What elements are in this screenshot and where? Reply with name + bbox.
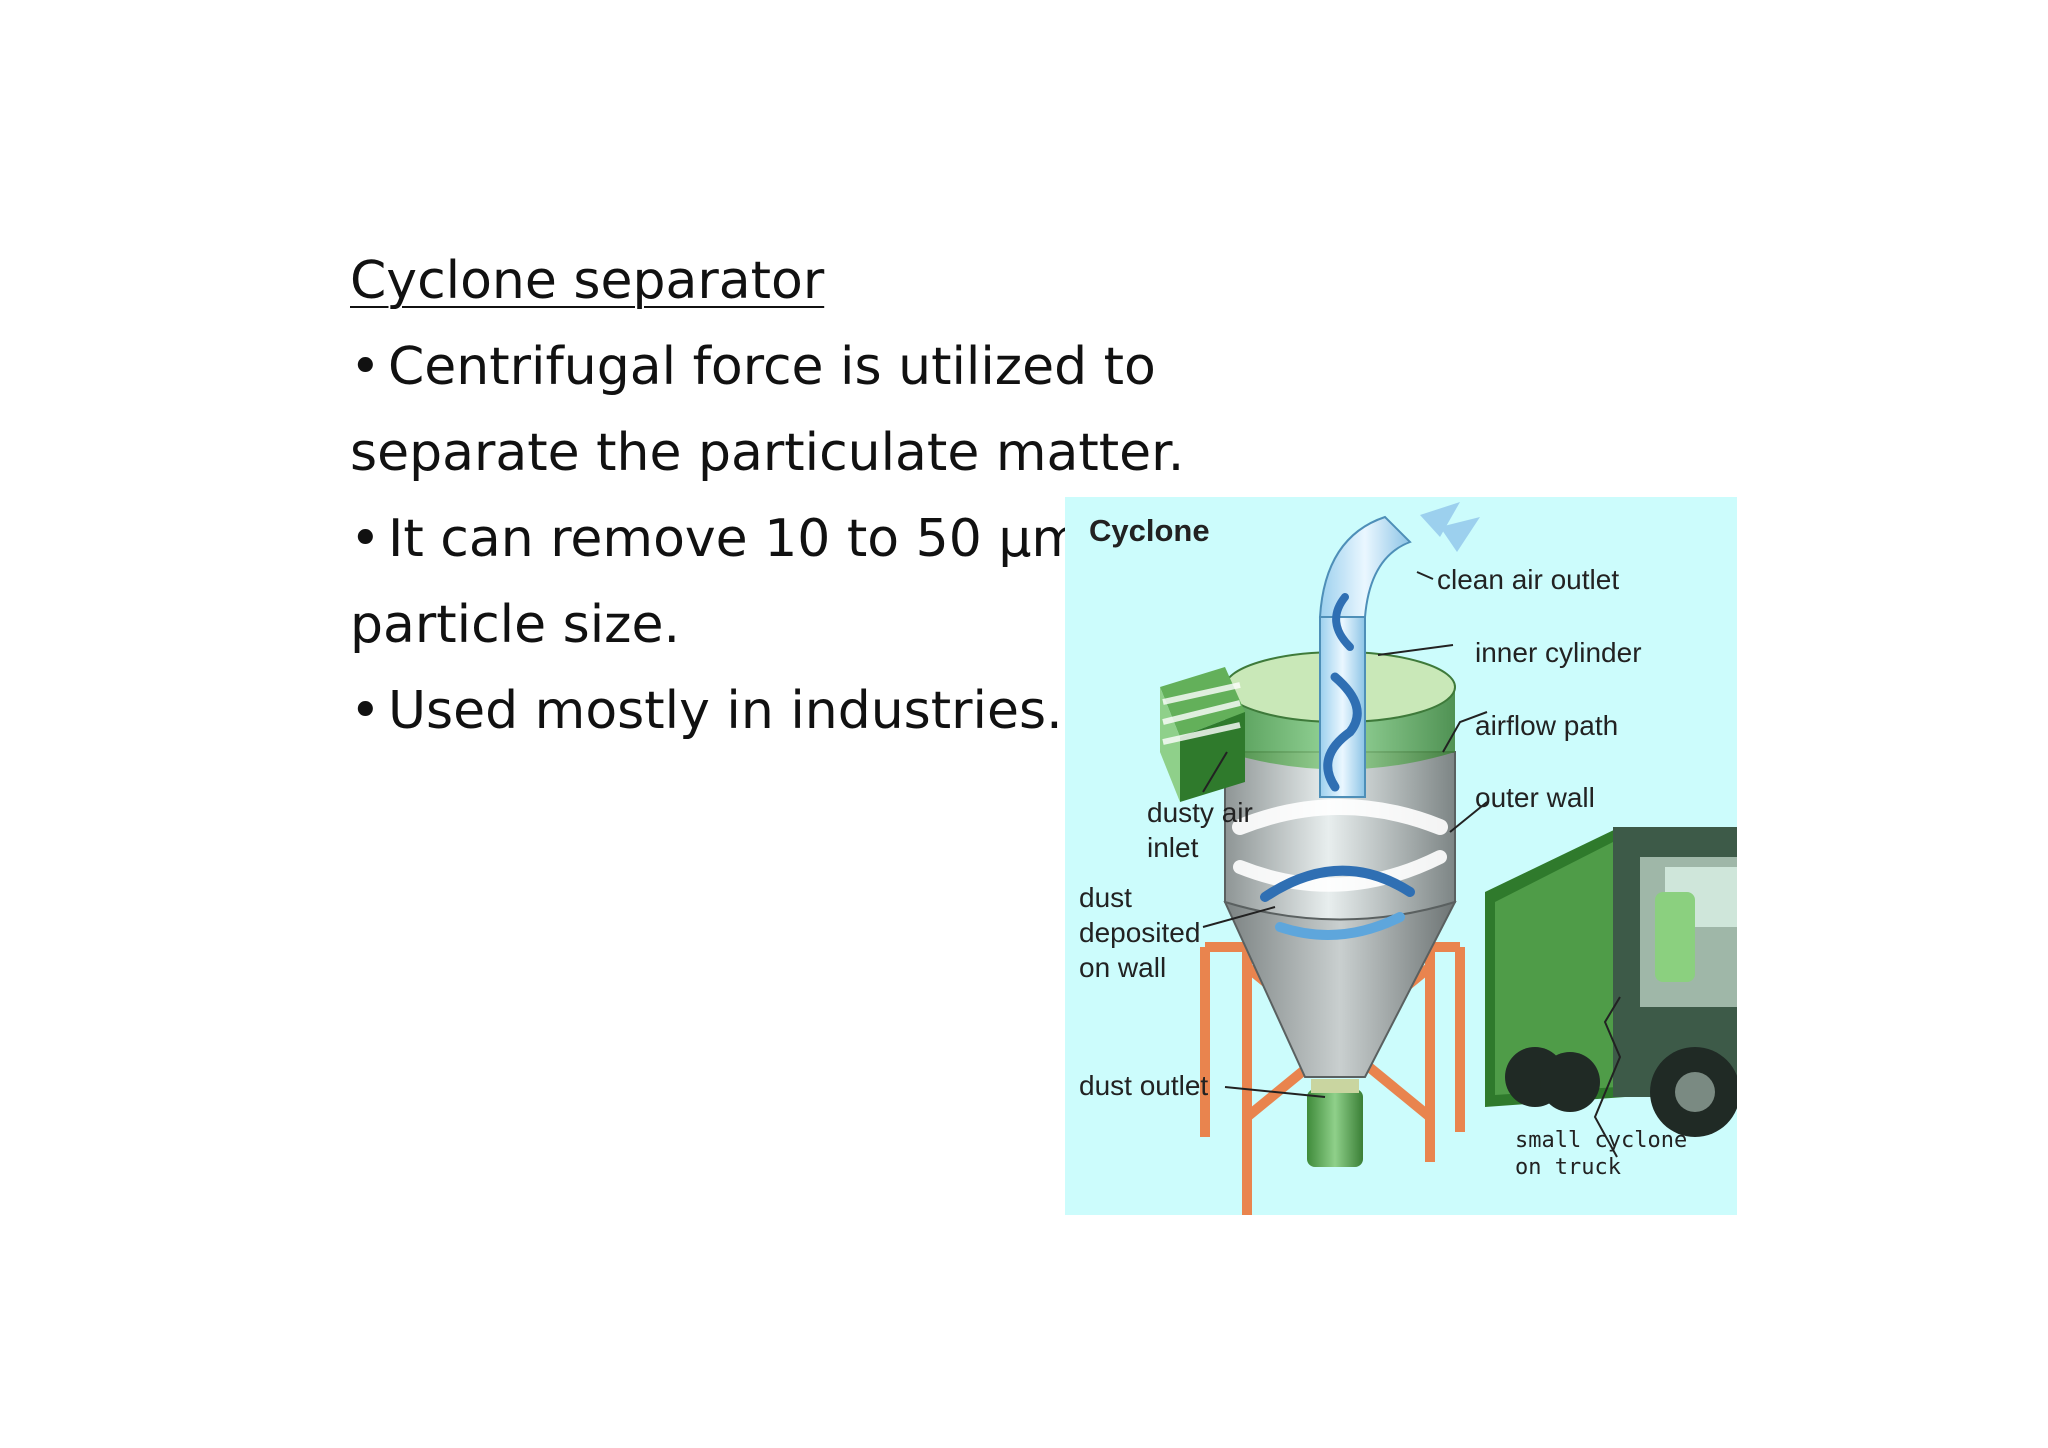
airflow-arrows [1232, 593, 1448, 940]
pointer-lines [1202, 571, 1622, 1158]
continuation-line-1: separate the particulate matter. [350, 423, 1185, 483]
label-dust-outlet: dust outlet [1079, 1070, 1208, 1101]
truck-illustration [1485, 827, 1737, 1137]
label-clean-air-outlet: clean air outlet [1437, 564, 1619, 595]
label-airflow-path: airflow path [1475, 710, 1618, 741]
label-inner-cylinder: inner cylinder [1475, 637, 1642, 668]
slide-title: Cyclone separator [350, 251, 825, 311]
label-dust-deposited-2: deposited [1079, 917, 1200, 948]
label-dust-deposited: dust [1079, 882, 1132, 913]
inlet-duct [1160, 667, 1245, 802]
bullet-line-3: •Used mostly in industries. [350, 668, 1150, 754]
continuation-line-2: particle size. [350, 595, 681, 655]
diagram-title: Cyclone [1089, 513, 1210, 548]
label-dusty-air-inlet: dusty air [1147, 797, 1253, 828]
bullet-icon: • [350, 337, 381, 397]
label-small-cyclone-2: on truck [1515, 1155, 1621, 1180]
bullet-line-1: •Centrifugal force is utilized to [350, 324, 1156, 410]
bullet-icon: • [350, 509, 381, 569]
label-small-cyclone: small cyclone [1515, 1128, 1687, 1153]
bullet-icon: • [350, 681, 381, 741]
label-outer-wall: outer wall [1475, 782, 1595, 813]
dust-drum [1307, 1089, 1363, 1167]
cyclone-diagram: Cyclone clean air outlet inner cylinder … [1065, 497, 1737, 1215]
slide-text: Cyclone separator •Centrifugal force is … [350, 238, 1185, 754]
bullet-line-2: •It can remove 10 to 50 µm [350, 496, 1150, 582]
label-dusty-air-inlet-2: inlet [1147, 832, 1199, 863]
label-dust-deposited-3: on wall [1079, 952, 1166, 983]
